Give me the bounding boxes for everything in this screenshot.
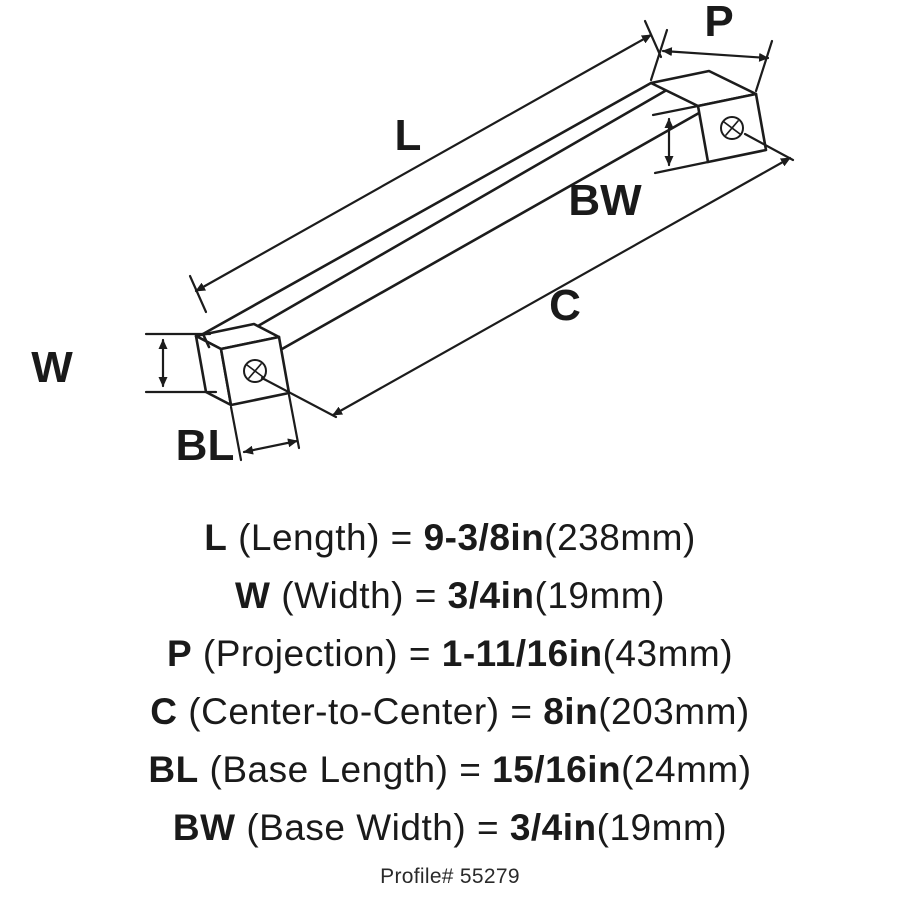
dim-projection xyxy=(649,28,774,93)
spec-row-base-length: BL (Base Length) = 15/16in(24mm) xyxy=(0,741,900,799)
dim-center-to-center xyxy=(260,132,795,419)
spec-equals: = xyxy=(459,749,482,790)
handle-dimension-diagram: L P BW C W BL xyxy=(31,0,795,470)
spec-value: 3/4in xyxy=(509,807,597,848)
spec-row-projection: P (Projection) = 1-11/16in(43mm) xyxy=(0,625,900,683)
handle-pull-drawing xyxy=(194,69,768,407)
profile-number: Profile# 55279 xyxy=(380,865,520,888)
dim-label-width: W xyxy=(31,343,73,392)
dim-label-projection: P xyxy=(704,0,733,46)
dim-projection-ext-right xyxy=(754,39,774,93)
spec-equals: = xyxy=(390,517,413,558)
spec-equals: = xyxy=(476,807,500,848)
spec-metric: (24mm) xyxy=(621,749,752,790)
dim-label-center: C xyxy=(549,281,581,330)
dim-width xyxy=(144,332,218,394)
spec-metric: (19mm) xyxy=(596,807,728,848)
spec-value: 9-3/8in xyxy=(423,517,545,558)
spec-metric: (19mm) xyxy=(534,575,665,616)
spec-row-length: L (Length) = 9-3/8in(238mm) xyxy=(0,509,900,567)
dim-label-base-width: BW xyxy=(568,176,642,225)
screw-hole-right xyxy=(720,116,744,140)
spec-value: 3/4in xyxy=(447,575,535,616)
spec-metric: (203mm) xyxy=(598,691,750,732)
spec-name: (Width) xyxy=(281,575,404,616)
spec-metric: (43mm) xyxy=(602,633,734,674)
dim-base-length-arrow xyxy=(242,438,299,455)
dimension-annotations xyxy=(144,19,795,462)
spec-value: 15/16in xyxy=(492,749,622,790)
dim-center-ext-right xyxy=(743,132,795,162)
dim-projection-ext-left xyxy=(649,28,669,82)
spec-name: (Projection) xyxy=(202,633,399,674)
spec-code: P xyxy=(166,633,193,674)
screw-cross-left xyxy=(246,363,264,379)
spec-code: C xyxy=(150,691,178,732)
dimension-spec-list: L (Length) = 9-3/8in(238mm) W (Width) = … xyxy=(0,509,900,889)
spec-equals: = xyxy=(510,691,533,732)
spec-code: L xyxy=(204,517,228,558)
dim-length-ext-left xyxy=(188,274,208,314)
dim-base-length-ext-left xyxy=(229,405,243,462)
dim-base-length xyxy=(229,393,301,462)
dim-projection-arrow xyxy=(661,47,770,62)
dim-base-width-ext-bottom xyxy=(653,160,710,175)
spec-code: W xyxy=(235,575,271,616)
spec-metric: (238mm) xyxy=(544,517,696,558)
spec-value: 8in xyxy=(543,691,599,732)
diagram-svg: L P BW C W BL xyxy=(31,0,795,470)
spec-code: BW xyxy=(172,807,236,848)
spec-equals: = xyxy=(414,575,437,616)
spec-equals: = xyxy=(408,633,431,674)
dim-center-arrow xyxy=(331,156,792,417)
bar-left-end-edge xyxy=(201,332,211,349)
spec-name: (Base Width) xyxy=(246,807,467,848)
dimension-labels: L P BW C W BL xyxy=(31,0,733,470)
spec-name: (Center-to-Center) xyxy=(188,691,500,732)
dim-center-ext-left xyxy=(260,376,338,419)
spec-row-width: W (Width) = 3/4in(19mm) xyxy=(0,567,900,625)
dim-label-length: L xyxy=(395,111,422,160)
spec-value: 1-11/16in xyxy=(441,633,603,674)
spec-row-center-to-center: C (Center-to-Center) = 8in(203mm) xyxy=(0,683,900,741)
bar-bottom-edge xyxy=(280,111,701,351)
screw-cross-right xyxy=(723,120,741,136)
spec-code: BL xyxy=(148,749,199,790)
dim-label-base-length: BL xyxy=(176,421,235,470)
screw-hole-left xyxy=(243,359,267,383)
dim-base-width-ext-top xyxy=(651,104,700,117)
spec-row-base-width: BW (Base Width) = 3/4in(19mm) xyxy=(0,799,900,857)
dim-length-arrow xyxy=(194,33,653,293)
spec-name: (Base Length) xyxy=(209,749,449,790)
dim-length-ext-right xyxy=(643,19,663,59)
spec-name: (Length) xyxy=(238,517,380,558)
